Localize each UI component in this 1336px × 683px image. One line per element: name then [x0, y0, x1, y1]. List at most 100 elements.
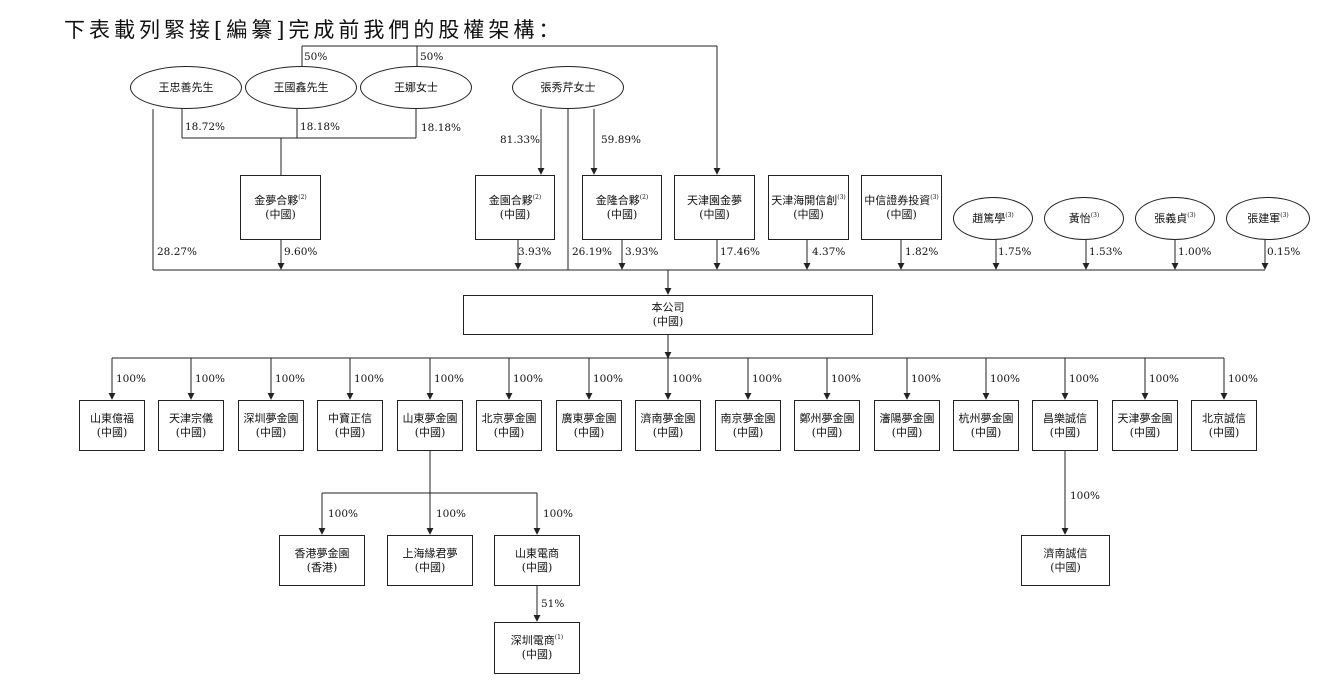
- shareholder-wang-guoxin: 王國鑫先生: [245, 66, 357, 109]
- entity-location: (香港): [306, 560, 338, 574]
- subsidiary-node: 濟南夢金園(中國): [635, 400, 701, 451]
- entity-location: (中國): [793, 207, 824, 221]
- subsidiary-node: 鄭州夢金園(中國): [794, 400, 860, 451]
- pct-label: 1.75%: [998, 246, 1032, 258]
- subsidiary-location: (中國): [493, 425, 525, 439]
- entity-location: (中國): [606, 207, 638, 221]
- entity-jinan-chengxin: 濟南誠信(中國): [1021, 535, 1110, 586]
- subsidiary-location: (中國): [652, 425, 684, 439]
- pct-label: 1.53%: [1089, 246, 1123, 258]
- shareholder-zhang-yizhen: 張義貞(3): [1135, 197, 1215, 240]
- entity-name: 天津海開信創(3): [771, 193, 846, 207]
- entity-shandong-dianshang: 山東電商(中國): [494, 535, 580, 586]
- shareholder-label: 張義貞(3): [1154, 211, 1196, 225]
- entity-tianjin-yuan-jinmeng: 天津園金夢 (中國): [674, 175, 755, 240]
- pct-label: 100%: [1228, 373, 1259, 385]
- subsidiary-node: 杭州夢金園(中國): [953, 400, 1019, 451]
- entity-location: (中國): [1050, 560, 1081, 574]
- shareholder-label: 王娜女士: [394, 80, 438, 94]
- entity-location: (中國): [521, 648, 553, 661]
- subsidiary-name: 杭州夢金園: [958, 411, 1014, 425]
- pct-label: 50%: [420, 51, 444, 63]
- entity-location: (中國): [886, 207, 917, 221]
- shareholder-label: 王忠善先生: [158, 80, 214, 94]
- shareholder-wang-zhongshan: 王忠善先生: [130, 66, 242, 109]
- pct-label: 100%: [1069, 373, 1100, 385]
- entity-citic-securities: 中信證券投資(3) (中國): [861, 175, 942, 240]
- pct-label: 100%: [195, 373, 226, 385]
- entity-hk-mengjinyuan: 香港夢金園(香港): [279, 535, 365, 586]
- subsidiary-location: (中國): [334, 425, 366, 439]
- entity-name: 香港夢金園: [294, 546, 350, 560]
- pct-label: 100%: [328, 508, 359, 520]
- pct-label: 100%: [831, 373, 862, 385]
- subsidiary-name: 北京夢金園: [481, 411, 537, 425]
- entity-location: (中國): [521, 560, 553, 574]
- subsidiary-name: 天津宗儀: [169, 411, 213, 425]
- pct-label: 100%: [513, 373, 544, 385]
- subsidiary-name: 廣東夢金園: [561, 411, 617, 425]
- shareholder-zhao-duxue: 趙篤學(3): [953, 197, 1033, 240]
- subsidiary-node: 深圳夢金園(中國): [238, 400, 304, 451]
- subsidiary-location: (中國): [1208, 425, 1240, 439]
- shareholder-huang-yi: 黃怡(3): [1044, 197, 1124, 240]
- subsidiary-node: 北京夢金園(中國): [476, 400, 542, 451]
- pct-label: 3.93%: [518, 246, 552, 258]
- pct-label: 1.82%: [905, 246, 939, 258]
- entity-name: 金隆合夥(2): [595, 193, 649, 207]
- subsidiary-name: 鄭州夢金園: [799, 411, 855, 425]
- entity-jinmeng: 金夢合夥(2) (中國): [240, 175, 321, 240]
- subsidiary-location: (中國): [1049, 425, 1081, 439]
- entity-location: (中國): [265, 207, 296, 221]
- subsidiary-name: 昌樂誠信: [1043, 411, 1087, 425]
- pct-label: 17.46%: [720, 246, 761, 258]
- pct-label: 26.19%: [572, 246, 613, 258]
- page-heading: 下表載列緊接[編纂]完成前我們的股權架構：: [64, 18, 564, 42]
- pct-label: 50%: [304, 51, 328, 63]
- entity-location: (中國): [699, 207, 730, 221]
- pct-label: 81.33%: [500, 134, 541, 146]
- entity-shenzhen-dianshang: 深圳電商(1)(中國): [494, 622, 580, 674]
- subsidiary-node: 中寶正信(中國): [317, 400, 383, 451]
- subsidiary-location: (中國): [732, 425, 764, 439]
- subsidiary-location: (中國): [573, 425, 605, 439]
- pct-label: 100%: [593, 373, 624, 385]
- subsidiary-node: 山東夢金園(中國): [397, 400, 463, 451]
- company-name: 本公司: [651, 301, 685, 314]
- subsidiary-node: 天津夢金園(中國): [1112, 400, 1178, 451]
- pct-label: 100%: [672, 373, 703, 385]
- entity-location: (中國): [499, 207, 531, 221]
- subsidiary-node: 廣東夢金園(中國): [556, 400, 622, 451]
- pct-label: 3.93%: [625, 246, 659, 258]
- subsidiary-node: 昌樂誠信(中國): [1032, 400, 1098, 451]
- subsidiary-node: 天津宗儀(中國): [158, 400, 224, 451]
- pct-label: 28.27%: [157, 246, 198, 258]
- pct-label: 18.18%: [421, 122, 462, 134]
- subsidiary-name: 濟南夢金園: [640, 411, 696, 425]
- entity-shanghai-yuanjunmeng: 上海緣君夢(中國): [387, 535, 473, 586]
- entity-name: 中信證券投資(3): [864, 193, 939, 207]
- subsidiary-name: 山東億福: [90, 411, 134, 425]
- entity-name: 天津園金夢: [687, 193, 742, 207]
- subsidiary-location: (中國): [175, 425, 207, 439]
- subsidiary-location: (中國): [891, 425, 923, 439]
- entity-tianjin-haikai: 天津海開信創(3) (中國): [768, 175, 849, 240]
- subsidiary-location: (中國): [414, 425, 446, 439]
- entity-name: 金夢合夥(2): [254, 193, 307, 207]
- subsidiary-node: 南京夢金園(中國): [715, 400, 781, 451]
- pct-label: 9.60%: [284, 246, 318, 258]
- pct-label: 100%: [543, 508, 574, 520]
- shareholder-label: 張建軍(3): [1247, 211, 1289, 225]
- pct-label: 100%: [116, 373, 147, 385]
- subsidiary-name: 深圳夢金園: [243, 411, 299, 425]
- shareholder-zhang-xiuqin: 張秀芹女士: [512, 66, 624, 109]
- pct-label: 51%: [541, 598, 565, 610]
- shareholder-label: 趙篤學(3): [972, 211, 1014, 225]
- subsidiary-location: (中國): [96, 425, 128, 439]
- shareholder-wang-na: 王娜女士: [360, 66, 472, 109]
- subsidiary-name: 中寶正信: [328, 411, 372, 425]
- company-location: (中國): [652, 315, 684, 328]
- pct-label: 100%: [275, 373, 306, 385]
- shareholder-zhang-jianjun: 張建軍(3): [1226, 197, 1310, 240]
- pct-label: 100%: [1070, 490, 1101, 502]
